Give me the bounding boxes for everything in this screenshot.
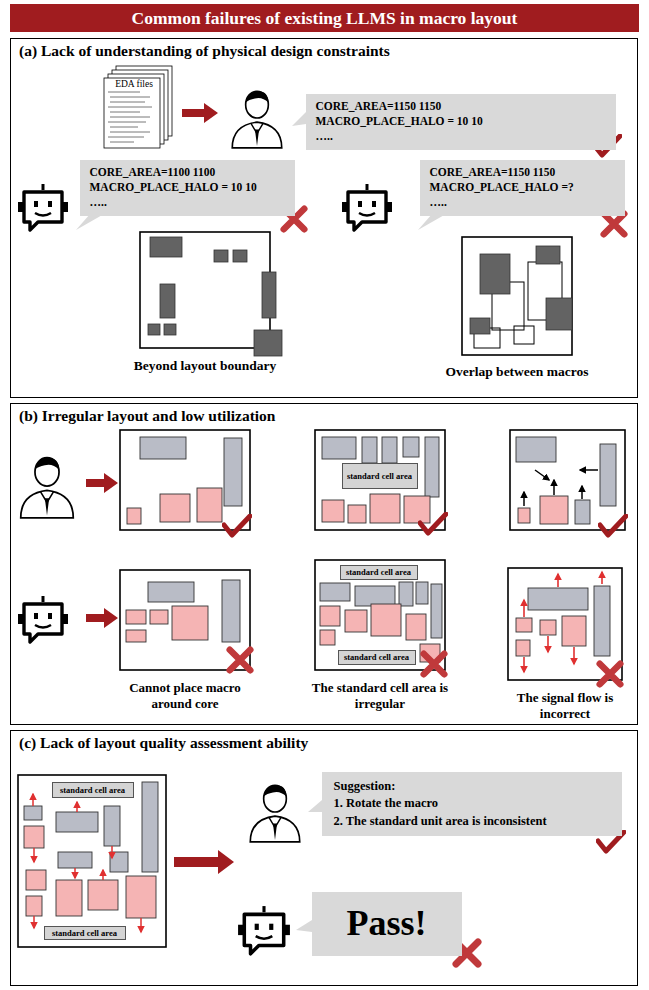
node-text: …..: [90, 195, 285, 210]
speech-bubble: CORE_AREA=1150 1150MACRO_PLACE_HALO = 10…: [306, 94, 616, 150]
standard-cell-area: standard cell area: [52, 782, 134, 798]
panel-box: (a) Lack of understanding of physical de…: [10, 38, 638, 398]
caption-label: The signal flow is incorrect: [495, 690, 635, 721]
title-banner: Common failures of existing LLMS in macr…: [10, 4, 639, 32]
panel-box: (c) Lack of layout quality assessment ab…: [10, 730, 638, 986]
node-text: MACRO_PLACE_HALO = 10 10: [316, 114, 606, 129]
node-text: Suggestion:: [334, 778, 610, 796]
node-text: 2. The standard unit area is inconsisten…: [334, 813, 610, 831]
standard-cell-area: standard cell area: [340, 565, 418, 580]
speech-bubble: Suggestion:1. Rotate the macro2. The sta…: [322, 772, 622, 837]
node-text: CORE_AREA=1100 1100: [90, 165, 285, 180]
node-text: MACRO_PLACE_HALO = 10 10: [90, 180, 285, 195]
node-text: standard cell area: [60, 785, 125, 795]
speech-bubble: CORE_AREA=1100 1100MACRO_PLACE_HALO = 10…: [80, 160, 295, 216]
node-text: standard cell area: [344, 652, 409, 662]
speech-bubble: CORE_AREA=1150 1150MACRO_PLACE_HALO =?….…: [420, 160, 625, 216]
node-text: …..: [316, 129, 606, 144]
node-text: standard cell area: [346, 567, 411, 577]
standard-cell-area: standard cell area: [338, 650, 416, 665]
title-text: Common failures of existing LLMS in macr…: [132, 8, 518, 29]
panel-heading: (a) Lack of understanding of physical de…: [19, 42, 629, 60]
node-text: CORE_AREA=1150 1150: [316, 99, 606, 114]
node-text: Pass!: [347, 904, 427, 944]
node-text: standard cell area: [347, 471, 412, 481]
file-label: EDA files: [104, 79, 164, 90]
caption-label: Cannot place macro around core: [110, 680, 260, 711]
node-text: standard cell area: [52, 928, 117, 938]
caption-label: Overlap between macros: [417, 364, 617, 380]
panel-heading: (b) Irregular layout and low utilization: [19, 407, 629, 425]
standard-cell-area: standard cell area: [342, 463, 418, 489]
node-text: …..: [430, 195, 615, 210]
node-text: MACRO_PLACE_HALO =?: [430, 180, 615, 195]
node-text: CORE_AREA=1150 1150: [430, 165, 615, 180]
caption-label: Beyond layout boundary: [105, 358, 305, 374]
panel-box: (b) Irregular layout and low utilization…: [10, 403, 638, 725]
standard-cell-area: standard cell area: [44, 926, 126, 940]
node-text: 1. Rotate the macro: [334, 795, 610, 813]
caption-label: The standard cell area is irregular: [300, 680, 460, 711]
panel-heading: (c) Lack of layout quality assessment ab…: [19, 734, 629, 752]
speech-bubble: Pass!: [312, 892, 462, 956]
